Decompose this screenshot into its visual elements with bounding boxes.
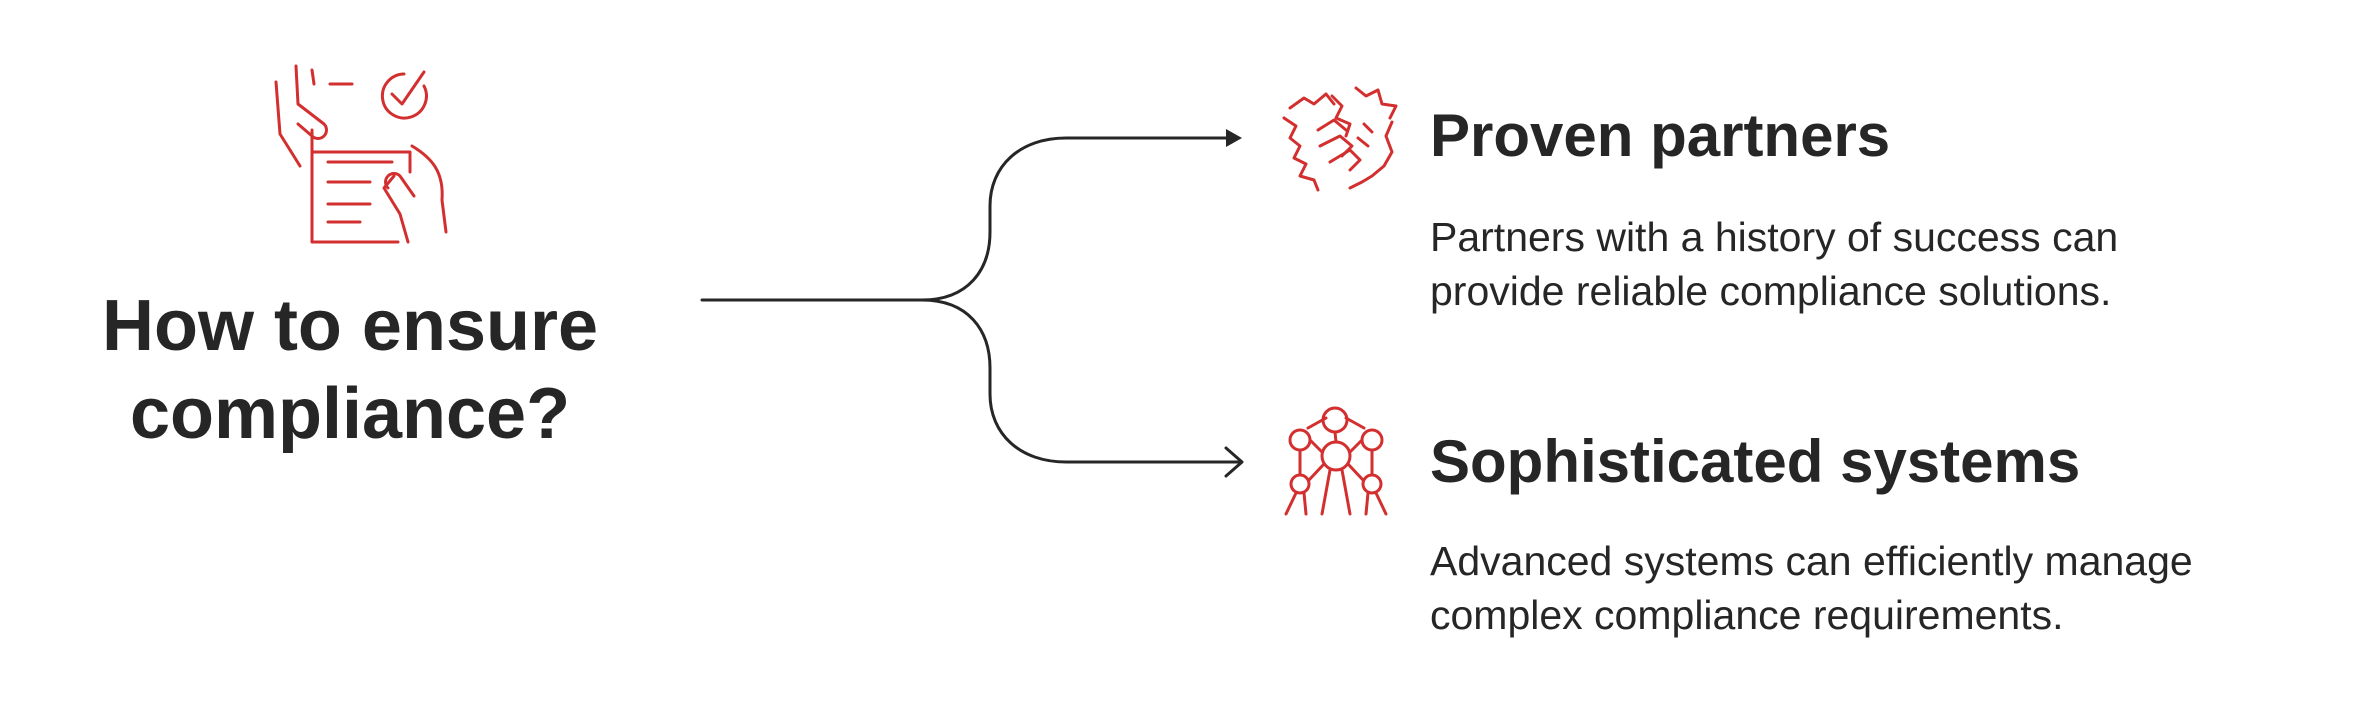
option-title-proven-partners: Proven partners xyxy=(1430,102,1891,169)
branch-connectors xyxy=(700,129,1244,478)
option-description-sophisticated-systems: Advanced systems can efficiently manage … xyxy=(1430,534,2330,642)
question-line-1: How to ensure xyxy=(101,286,599,366)
option-description-proven-partners: Partners with a history of success can p… xyxy=(1430,210,2330,318)
network-icon xyxy=(1284,406,1388,516)
arrowhead-1 xyxy=(1226,129,1242,147)
question-line-2: compliance? xyxy=(129,374,571,454)
option-title-sophisticated-systems: Sophisticated systems xyxy=(1430,428,2081,495)
checklist-icon xyxy=(274,64,448,244)
arrowhead-2 xyxy=(1224,446,1244,478)
option-description-line: complex compliance requirements. xyxy=(1430,592,2064,638)
option-description-line: Advanced systems can efficiently manage xyxy=(1430,538,2193,584)
question-heading: How to ensure compliance? xyxy=(60,282,640,458)
handshake-icon xyxy=(1282,86,1398,192)
option-description-line: provide reliable compliance solutions. xyxy=(1430,268,2112,314)
branch-line-2 xyxy=(920,298,1242,464)
branch-line-1 xyxy=(920,136,1240,302)
option-description-line: Partners with a history of success can xyxy=(1430,214,2119,260)
